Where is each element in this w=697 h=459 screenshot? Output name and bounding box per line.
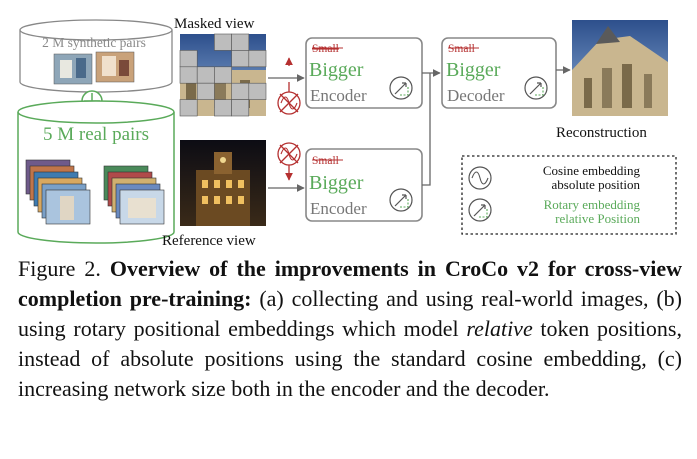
caption-part2: token positions, instead of absolute pos…	[18, 316, 682, 401]
rotary-icon-encoder-top	[389, 76, 413, 100]
masked-view-label: Masked view	[174, 16, 255, 32]
mask-patch	[179, 66, 198, 84]
caption-italic: relative	[466, 316, 533, 341]
overview-figure: 2 M synthetic pairs 5 M real pai	[17, 16, 677, 249]
encoder-top-size-label: Bigger	[309, 59, 364, 81]
real-pairs-cylinder	[17, 100, 175, 244]
caption-prefix: Figure 2.	[18, 256, 110, 281]
mask-patch	[231, 99, 250, 117]
encoder-bottom-name-label: Encoder	[310, 199, 367, 218]
encoder-top-name-label: Encoder	[310, 86, 367, 105]
reference-view-label: Reference view	[162, 233, 256, 249]
reconstruction-image	[572, 20, 668, 116]
real-images-stack-right	[103, 165, 165, 225]
rotary-icon-encoder-bottom	[389, 188, 413, 212]
caption-part1: (a) collecting and using real-world imag…	[18, 286, 682, 341]
legend-rotary-line2: relative Position	[555, 211, 640, 226]
real-images-stack-left	[25, 159, 91, 225]
synthetic-pairs-cylinder	[19, 19, 173, 93]
decoder-size-label: Bigger	[446, 59, 501, 81]
decoder-small-label: Small	[448, 43, 475, 55]
legend-cosine-line2: absolute position	[552, 177, 641, 192]
mask-patch	[214, 99, 232, 117]
mask-patch	[231, 82, 250, 100]
encoder-bottom-small-label: Small	[312, 155, 339, 167]
mask-patch	[214, 66, 232, 84]
legend-rotary-line1: Rotary embedding	[544, 197, 641, 212]
mask-patch	[179, 99, 198, 117]
masked-view-image	[179, 33, 267, 117]
mask-patch	[231, 50, 250, 68]
synthetic-pairs-label: 2 M synthetic pairs	[42, 35, 146, 50]
rotary-icon-legend	[468, 198, 492, 222]
reference-view-image	[180, 140, 266, 226]
mask-patch	[196, 82, 215, 100]
decoder-name-label: Decoder	[447, 86, 505, 105]
mask-patch	[214, 33, 232, 51]
real-pairs-label: 5 M real pairs	[43, 124, 149, 145]
legend-cosine-line1: Cosine embedding	[543, 163, 641, 178]
mask-patch	[231, 33, 250, 51]
synthetic-image-1	[53, 53, 93, 85]
crossed-cosine-icon-top	[277, 57, 301, 115]
legend-box	[461, 155, 677, 235]
mask-patch	[248, 50, 267, 68]
mask-patch	[179, 50, 198, 68]
cosine-icon	[468, 166, 492, 190]
caption-bold: Overview of the improvements in CroCo v2…	[18, 256, 682, 311]
reconstruction-label: Reconstruction	[556, 125, 647, 141]
encoder-top-small-label: Small	[312, 43, 339, 55]
rotary-icon-decoder	[524, 76, 548, 100]
figure-caption: Figure 2. Overview of the improvements i…	[18, 254, 682, 404]
crossed-cosine-icon-bottom	[277, 142, 301, 181]
encoder-bottom-size-label: Bigger	[309, 172, 364, 194]
mask-patch	[196, 66, 215, 84]
mask-patch	[248, 82, 267, 100]
